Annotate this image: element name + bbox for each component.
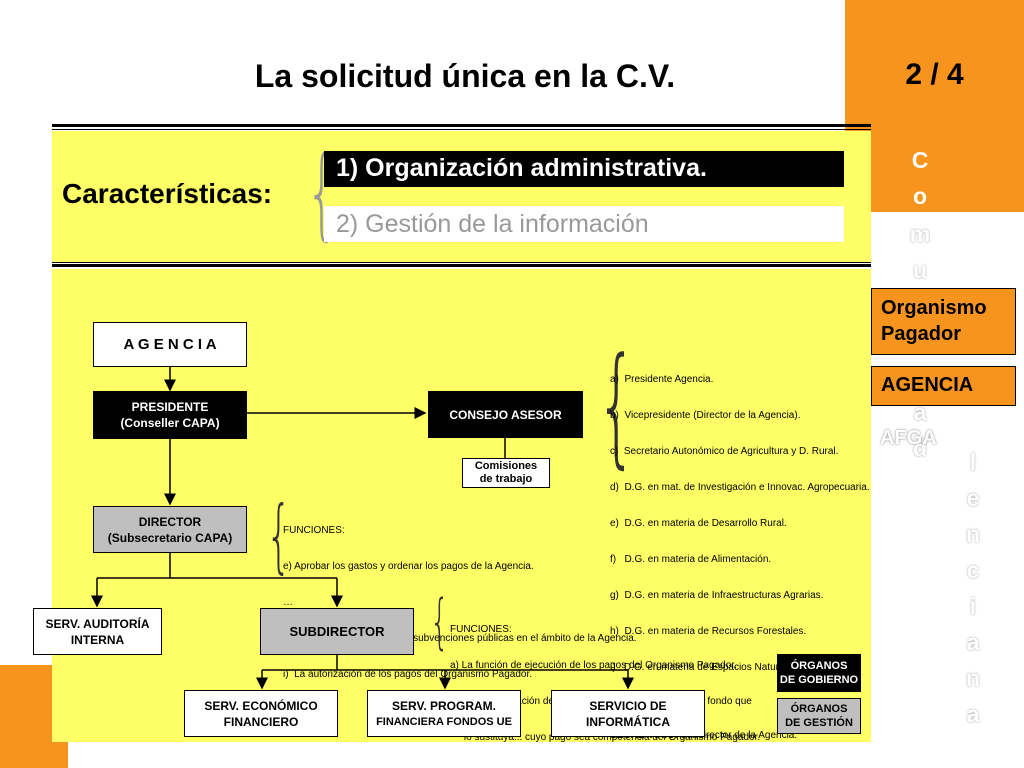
slide-title: La solicitud única en la C.V. xyxy=(254,58,676,94)
characteristics-label: Características: xyxy=(62,178,273,209)
vertical-letter: n xyxy=(965,665,981,691)
vertical-letter: u xyxy=(912,257,928,283)
presidente-box: PRESIDENTE (Conseller CAPA) xyxy=(93,391,247,439)
vertical-letter: l xyxy=(969,449,977,475)
list-item: d) D.G. en mat. de Investigación e Innov… xyxy=(610,482,870,493)
consejo-asesor-label: CONSEJO ASESOR xyxy=(449,407,562,422)
list-item: lo sustituya... cuyo pago sea competenci… xyxy=(450,732,761,743)
vertical-letter: C xyxy=(911,147,929,173)
vertical-letter: a xyxy=(966,701,980,727)
vertical-letter: o xyxy=(912,183,928,209)
list-item: b) Vicepresidente (Director de la Agenci… xyxy=(610,410,801,421)
menu-item-organizacion[interactable]: 1) Organización administrativa. xyxy=(324,151,844,187)
header-rule-top-thin xyxy=(52,129,871,130)
vertical-letter: i xyxy=(969,593,977,619)
serv-informatica-label: SERVICIO DE INFORMÁTICA xyxy=(586,698,670,729)
serv-economico-box: SERV. ECONÓMICO FINANCIERO xyxy=(184,690,338,737)
header-rule-top xyxy=(52,124,871,127)
vertical-letter: m xyxy=(909,221,931,247)
list-item: FUNCIONES: xyxy=(283,525,345,536)
brace-icon: { xyxy=(430,587,450,657)
consejo-asesor-box: CONSEJO ASESOR xyxy=(428,391,583,438)
organismo-pagador-label: Organismo Pagador xyxy=(881,297,987,345)
band-rule-bottom-thin xyxy=(52,262,871,263)
brace-icon: { xyxy=(266,489,292,582)
vertical-letter: d xyxy=(912,435,928,461)
serv-program-label-line1: SERV. PROGRAM. xyxy=(391,698,497,713)
list-item: h) D.G. en materia de Recursos Forestale… xyxy=(610,626,807,637)
band-rule-bottom xyxy=(52,264,871,267)
orange-corner-top xyxy=(845,0,1024,212)
list-item: i) La autorización de los pagos del Orga… xyxy=(283,669,533,680)
legend-gestion-label: ÓRGANOS DE GESTIÓN xyxy=(785,703,853,729)
auditoria-box: SERV. AUDITORÍA INTERNA xyxy=(33,608,162,655)
afga-label: AFGA xyxy=(880,427,937,449)
agencia-side-box: AGENCIA xyxy=(871,366,1016,406)
list-item: e) D.G. en materia de Desarrollo Rural. xyxy=(610,518,787,529)
vertical-letter: c xyxy=(966,557,980,583)
list-item: c) Secretario Autonómico de Agricultura … xyxy=(610,446,839,457)
serv-program-box: SERV. PROGRAM. FINANCIERA FONDOS UE xyxy=(367,690,521,737)
director-box: DIRECTOR (Subsecretario CAPA) xyxy=(93,506,247,553)
serv-economico-label: SERV. ECONÓMICO FINANCIERO xyxy=(204,698,318,729)
list-item: e) Aprobar los gastos y ordenar los pago… xyxy=(283,561,534,572)
serv-program-label-line2: FINANCIERA FONDOS UE xyxy=(376,715,512,728)
agencia-box-label: A G E N C I A xyxy=(123,335,217,353)
list-item: a) Presidente Agencia. xyxy=(610,374,714,385)
vertical-letter: n xyxy=(965,521,981,547)
page-number: 2 / 4 xyxy=(905,58,964,91)
legend-organos-gobierno: ÓRGANOS DE GOBIERNO xyxy=(777,654,861,692)
auditoria-box-label: SERV. AUDITORÍA INTERNA xyxy=(45,616,150,647)
vertical-letter: a xyxy=(966,629,980,655)
list-item: f) D.G. en materia de Alimentación. xyxy=(610,554,772,565)
director-box-label: DIRECTOR (Subsecretario CAPA) xyxy=(107,514,233,545)
menu-item-gestion[interactable]: 2) Gestión de la información xyxy=(324,206,844,242)
list-item: … xyxy=(283,597,293,608)
comisiones-label: Comisiones de trabajo xyxy=(474,460,538,485)
organismo-pagador-box: Organismo Pagador xyxy=(871,288,1016,355)
list-item: a) La función de ejecución de los pagos … xyxy=(450,660,737,671)
serv-informatica-box: SERVICIO DE INFORMÁTICA xyxy=(551,690,705,737)
presidente-box-label: PRESIDENTE (Conseller CAPA) xyxy=(120,400,220,430)
vertical-letter: e xyxy=(966,485,980,511)
agencia-box: A G E N C I A xyxy=(93,322,247,367)
legend-gobierno-label: ÓRGANOS DE GOBIERNO xyxy=(779,660,859,686)
list-item: g) D.G. en materia de Infraestructuras A… xyxy=(610,590,824,601)
comisiones-box: Comisiones de trabajo xyxy=(462,458,550,488)
legend-organos-gestion: ÓRGANOS DE GESTIÓN xyxy=(777,698,861,734)
list-item: FUNCIONES: xyxy=(450,624,512,635)
subdirector-box-label: SUBDIRECTOR xyxy=(289,623,385,639)
brace-icon: { xyxy=(596,329,638,481)
subdirector-box: SUBDIRECTOR xyxy=(260,608,414,655)
